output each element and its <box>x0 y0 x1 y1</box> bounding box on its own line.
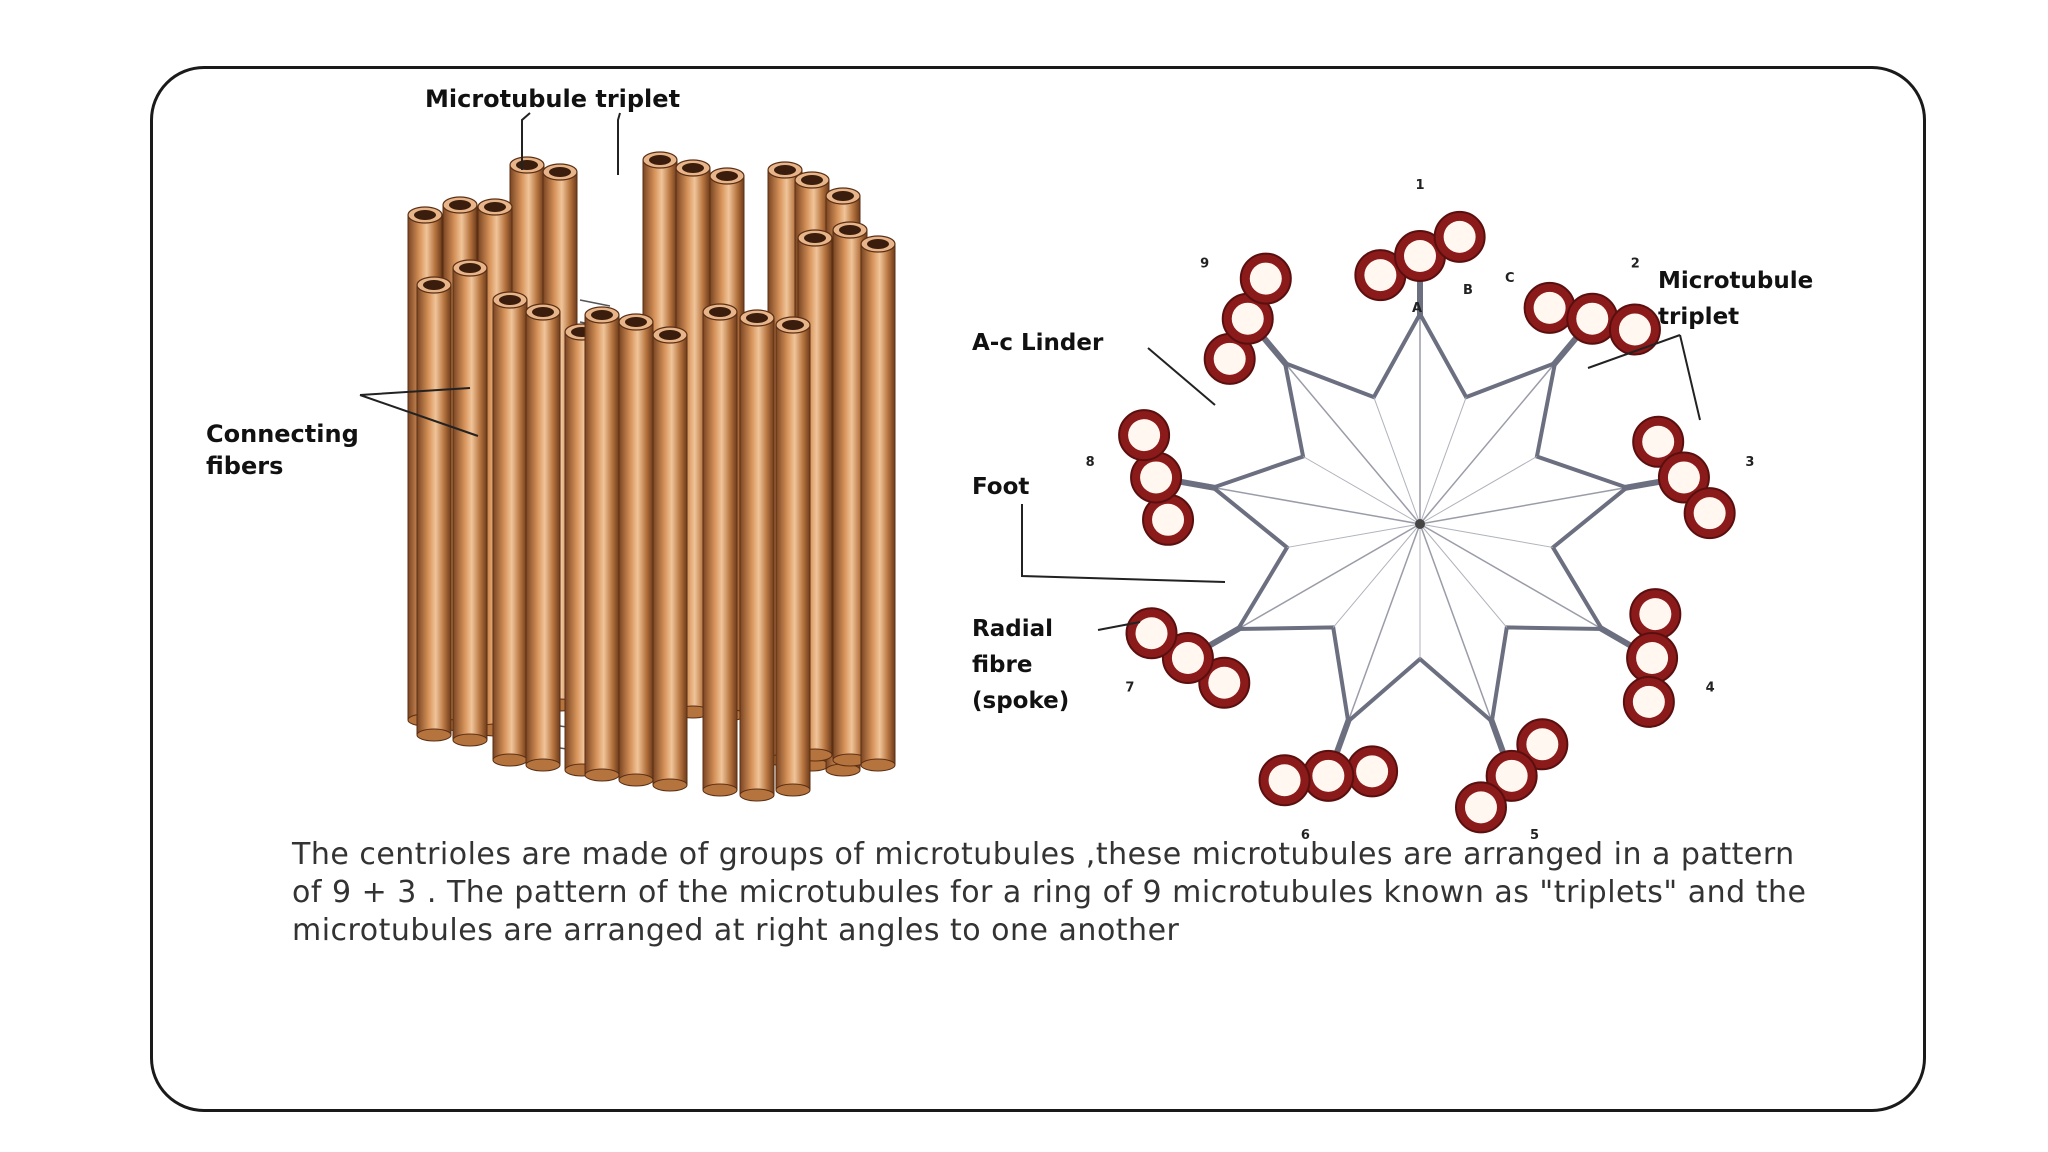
microtubule-cylinder <box>653 327 687 791</box>
microtubule-lumen <box>1576 303 1608 335</box>
triplet-number-label: 7 <box>1125 681 1134 696</box>
tubule-letter-label: C <box>1505 271 1515 286</box>
microtubule-lumen <box>1136 617 1168 649</box>
microtubule-cylinder <box>861 236 895 771</box>
tubule-letter-label: A <box>1412 301 1422 316</box>
microtubule-triplet <box>1205 254 1291 384</box>
microtubule-lumen <box>1444 221 1476 253</box>
microtubule-triplet <box>1127 608 1250 707</box>
tubule-letter-label: B <box>1463 283 1473 298</box>
microtubule-lumen <box>1694 497 1726 529</box>
label-microtubule-triplet-right-line1: Microtubule <box>1658 268 1813 294</box>
microtubule-lumen <box>1619 314 1651 346</box>
microtubule-cylinder <box>740 310 774 801</box>
label-microtubule-triplet-right-line2: triplet <box>1658 304 1739 330</box>
label-microtubule-triplet-left: Microtubule triplet <box>425 85 680 113</box>
caption-text: The centrioles are made of groups of mic… <box>292 836 1812 950</box>
cartwheel-hub <box>1415 519 1425 529</box>
microtubule-lumen <box>1633 686 1665 718</box>
microtubule-lumen <box>1140 461 1172 493</box>
microtubule-cylinder <box>585 307 619 781</box>
microtubule-lumen <box>1534 292 1566 324</box>
microtubule-lumen <box>1312 760 1344 792</box>
label-ac-linder: A-c Linder <box>972 330 1104 356</box>
microtubule-triplet <box>1598 589 1681 727</box>
microtubule-triplet <box>1622 417 1735 538</box>
microtubule-lumen <box>1496 760 1528 792</box>
triplet-right-pointer <box>1588 335 1700 420</box>
microtubule-lumen <box>1152 504 1184 536</box>
microtubule-cylinder <box>526 304 560 771</box>
microtubule-triplet <box>1456 717 1567 833</box>
microtubule-lumen <box>1642 426 1674 458</box>
microtubule-cylinder <box>493 292 527 766</box>
microtubule-triplet <box>1260 717 1398 806</box>
microtubule-lumen <box>1269 764 1301 796</box>
microtubule-lumen <box>1128 419 1160 451</box>
microtubule-triplet <box>1525 283 1660 367</box>
triplet-number-label: 9 <box>1200 256 1209 271</box>
label-radial-line1: Radial <box>972 616 1053 642</box>
microtubule-lumen <box>1172 642 1204 674</box>
triplet-number-label: 3 <box>1745 455 1754 470</box>
microtubule-lumen <box>1250 263 1282 295</box>
label-connecting-line2: fibers <box>206 452 283 480</box>
foot-pointer <box>1022 504 1225 582</box>
label-connecting-line1: Connecting <box>206 420 359 448</box>
label-foot: Foot <box>972 474 1029 500</box>
microtubule-lumen <box>1208 667 1240 699</box>
microtubule-triplet <box>1119 410 1218 545</box>
triplet-number-label: 2 <box>1631 256 1640 271</box>
microtubule-cylinder <box>417 277 451 741</box>
centriole-3d-bundle <box>408 152 895 801</box>
triplet-number-label: 1 <box>1415 178 1424 193</box>
triplet-number-label: 4 <box>1706 681 1715 696</box>
microtubule-lumen <box>1639 598 1671 630</box>
label-radial-line2: fibre <box>972 652 1032 678</box>
label-radial-line3: (spoke) <box>972 688 1069 714</box>
microtubule-lumen <box>1356 755 1388 787</box>
microtubule-cylinder <box>776 317 810 796</box>
microtubule-lumen <box>1232 303 1264 335</box>
microtubule-lumen <box>1668 461 1700 493</box>
connecting-fiber <box>580 300 610 306</box>
microtubule-lumen <box>1636 642 1668 674</box>
microtubule-lumen <box>1526 728 1558 760</box>
triplet-number-label: 8 <box>1086 455 1095 470</box>
microtubule-lumen <box>1364 259 1396 291</box>
microtubule-lumen <box>1214 343 1246 375</box>
microtubule-lumen <box>1404 240 1436 272</box>
microtubule-cylinder <box>619 314 653 786</box>
microtubule-cylinder <box>703 304 737 796</box>
microtubule-cylinder <box>453 260 487 746</box>
microtubule-lumen <box>1465 791 1497 823</box>
